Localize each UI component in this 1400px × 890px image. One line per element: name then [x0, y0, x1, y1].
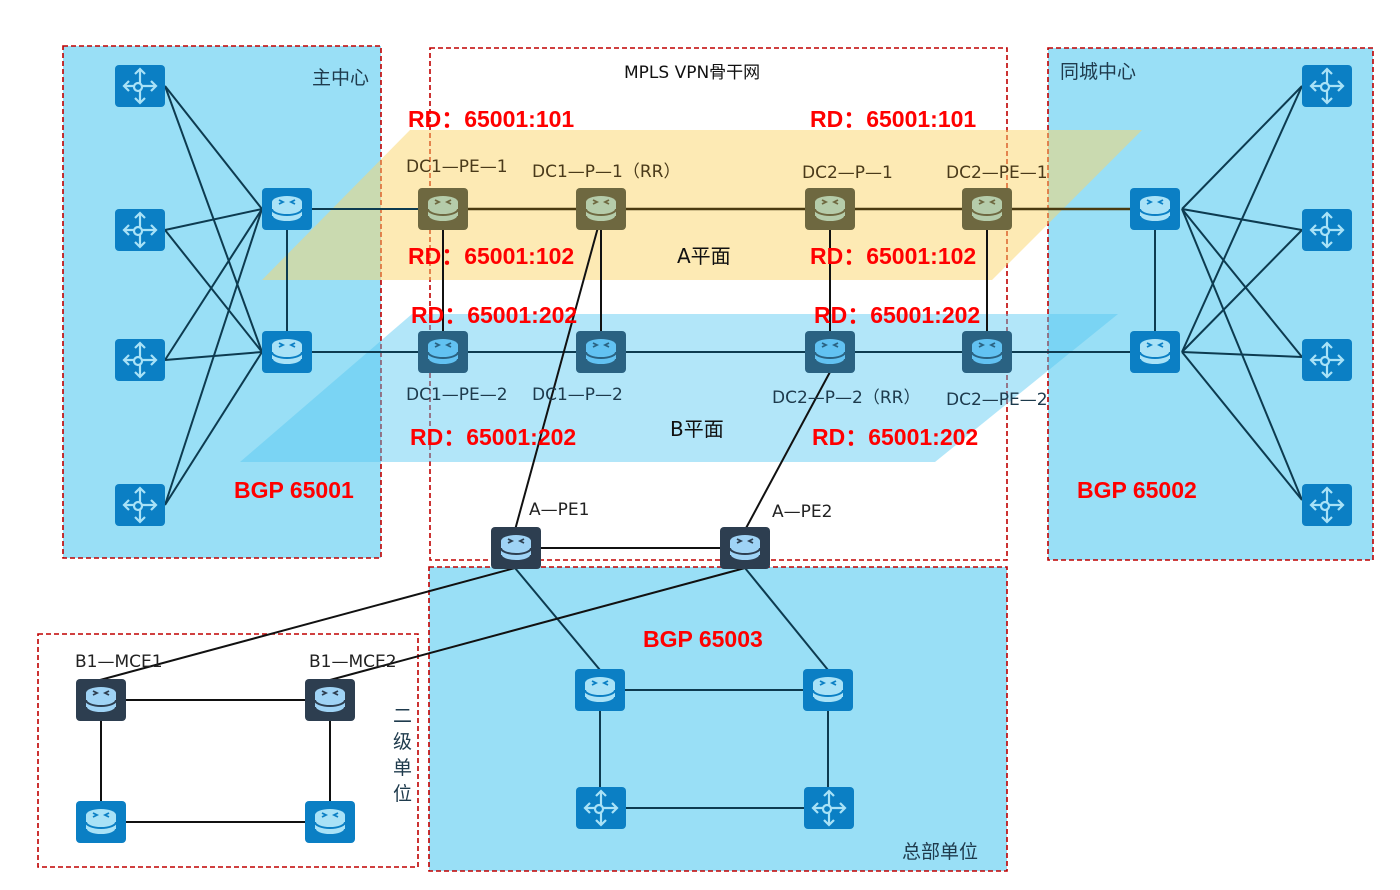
router-icon	[815, 196, 845, 222]
zone-label-secondary-unit: 二 级 单 位	[393, 705, 412, 805]
node-label-dc2-p-1: DC2—P—1	[802, 163, 893, 183]
router-icon	[501, 535, 531, 561]
router-b1-mce1[interactable]	[76, 679, 126, 721]
rd-label-dc1-b-bottom: RD：65001:202	[410, 424, 576, 450]
router-icon	[730, 535, 760, 561]
switch-hq-2[interactable]	[804, 787, 854, 829]
rd-label-dc1-a-bottom: RD：65001:102	[408, 243, 574, 269]
router-dc1-p-2[interactable]	[576, 331, 626, 373]
router-icon	[272, 196, 302, 222]
rd-label-dc2-b-top: RD：65001:202	[814, 302, 980, 328]
node-label-b1-mce1: B1—MCE1	[75, 652, 163, 672]
switch-city-2[interactable]	[1302, 209, 1352, 251]
router-b1-4[interactable]	[305, 801, 355, 843]
switch-main-1[interactable]	[115, 65, 165, 107]
router-dc1-p-1[interactable]	[576, 188, 626, 230]
router-hq-1[interactable]	[575, 669, 625, 711]
node-label-a-pe1: A—PE1	[529, 500, 589, 520]
secondary-unit-char-2: 级	[393, 731, 412, 753]
node-label-b1-mce2: B1—MCE2	[309, 652, 397, 672]
main-center-links	[164, 85, 420, 506]
plane-b-label: B平面	[670, 417, 724, 441]
router-dc1-pe-1[interactable]	[418, 188, 468, 230]
router-a-pe1[interactable]	[491, 527, 541, 569]
secondary-unit-char-4: 位	[393, 783, 412, 805]
city-center-links	[1154, 85, 1303, 501]
router-icon	[813, 677, 843, 703]
bgp-label-65003: BGP 65003	[643, 626, 763, 652]
router-city-core-1[interactable]	[1130, 188, 1180, 230]
switch-main-3[interactable]	[115, 339, 165, 381]
router-icon	[972, 339, 1002, 365]
node-label-a-pe2: A—PE2	[772, 502, 832, 522]
router-dc2-pe-2[interactable]	[962, 331, 1012, 373]
secondary-unit-links	[99, 567, 746, 823]
secondary-unit-char-3: 单	[393, 757, 412, 779]
router-icon	[585, 677, 615, 703]
router-dc2-p-1[interactable]	[805, 188, 855, 230]
switch-hq-1[interactable]	[576, 787, 626, 829]
rd-label-dc2-a-bottom: RD：65001:102	[810, 243, 976, 269]
node-label-dc2-pe-2: DC2—PE—2	[946, 390, 1048, 410]
headquarters-links	[514, 567, 829, 809]
router-a-pe2[interactable]	[720, 527, 770, 569]
secondary-unit-char-1: 二	[393, 705, 412, 727]
bgp-label-65001: BGP 65001	[234, 477, 354, 503]
switch-main-2[interactable]	[115, 209, 165, 251]
node-label-dc1-pe-1: DC1—PE—1	[406, 157, 508, 177]
router-dc2-p-2[interactable]	[805, 331, 855, 373]
router-main-core-1[interactable]	[262, 188, 312, 230]
bgp-label-65002: BGP 65002	[1077, 477, 1197, 503]
node-label-dc2-p-2: DC2—P—2（RR）	[772, 388, 920, 408]
switch-city-4[interactable]	[1302, 484, 1352, 526]
switch-city-1[interactable]	[1302, 65, 1352, 107]
zone-headquarters	[428, 566, 1008, 872]
zone-city-center	[1047, 47, 1374, 561]
router-hq-2[interactable]	[803, 669, 853, 711]
plane-a	[262, 130, 1142, 280]
node-label-dc1-pe-2: DC1—PE—2	[406, 385, 508, 405]
router-b1-mce2[interactable]	[305, 679, 355, 721]
router-dc2-pe-1[interactable]	[962, 188, 1012, 230]
router-icon	[86, 687, 116, 713]
rd-label-dc2-a-top: RD：65001:101	[810, 106, 976, 132]
zone-label-main-center: 主中心	[312, 67, 369, 89]
switch-main-4[interactable]	[115, 484, 165, 526]
router-icon	[586, 196, 616, 222]
router-icon	[428, 196, 458, 222]
router-icon	[1140, 339, 1170, 365]
rd-label-dc1-b-top: RD：65001:202	[411, 302, 577, 328]
router-icon	[815, 339, 845, 365]
plane-a-label: A平面	[677, 244, 731, 268]
router-icon	[428, 339, 458, 365]
router-main-core-2[interactable]	[262, 331, 312, 373]
switch-city-3[interactable]	[1302, 339, 1352, 381]
router-icon	[972, 196, 1002, 222]
router-icon	[1140, 196, 1170, 222]
router-icon	[272, 339, 302, 365]
zone-label-backbone: MPLS VPN骨干网	[624, 63, 760, 83]
rd-label-dc2-b-bottom: RD：65001:202	[812, 424, 978, 450]
node-label-dc1-p-1: DC1—P—1（RR）	[532, 162, 680, 182]
plane-interconnect-links	[442, 228, 988, 332]
router-dc1-pe-2[interactable]	[418, 331, 468, 373]
router-icon	[86, 809, 116, 835]
rr-to-ape-links	[514, 219, 831, 549]
router-icon	[586, 339, 616, 365]
node-label-dc2-pe-1: DC2—PE—1	[946, 163, 1048, 183]
zone-label-headquarters: 总部单位	[902, 841, 978, 863]
router-icon	[315, 809, 345, 835]
rd-label-dc1-a-top: RD：65001:101	[408, 106, 574, 132]
node-label-dc1-p-2: DC1—P—2	[532, 385, 623, 405]
router-b1-3[interactable]	[76, 801, 126, 843]
router-icon	[315, 687, 345, 713]
router-city-core-2[interactable]	[1130, 331, 1180, 373]
zone-label-city-center: 同城中心	[1060, 61, 1136, 83]
